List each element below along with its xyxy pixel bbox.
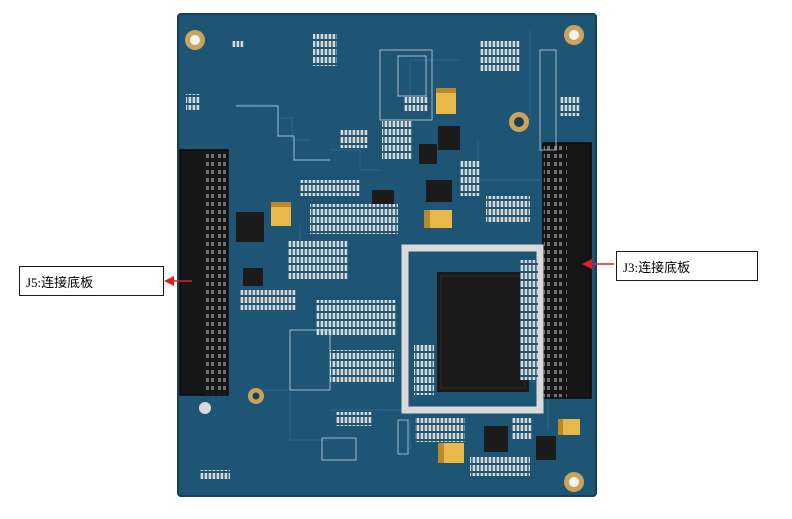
silkscreen-outlines — [236, 49, 557, 461]
memory-chip — [437, 272, 529, 392]
j5-callout-label: J5:连接底板 — [19, 266, 164, 296]
left-arrow-icon — [164, 276, 192, 286]
right-arrow-icon — [582, 259, 614, 269]
test-pad-left — [199, 402, 211, 414]
header-j3 — [542, 142, 592, 399]
header-j5 — [179, 149, 229, 396]
mounting-hole-bottom-right — [564, 472, 584, 492]
mounting-hole-top-right — [564, 25, 584, 45]
via-pad-left — [248, 388, 264, 404]
smd-component-arrays — [186, 34, 580, 480]
pcb-board — [177, 13, 597, 497]
mounting-hole-center — [509, 112, 529, 132]
mounting-hole-top-left — [185, 30, 205, 50]
shield-frame — [401, 244, 544, 414]
tantalum-capacitors — [271, 88, 580, 463]
j3-callout-label: J3:连接底板 — [616, 251, 758, 281]
